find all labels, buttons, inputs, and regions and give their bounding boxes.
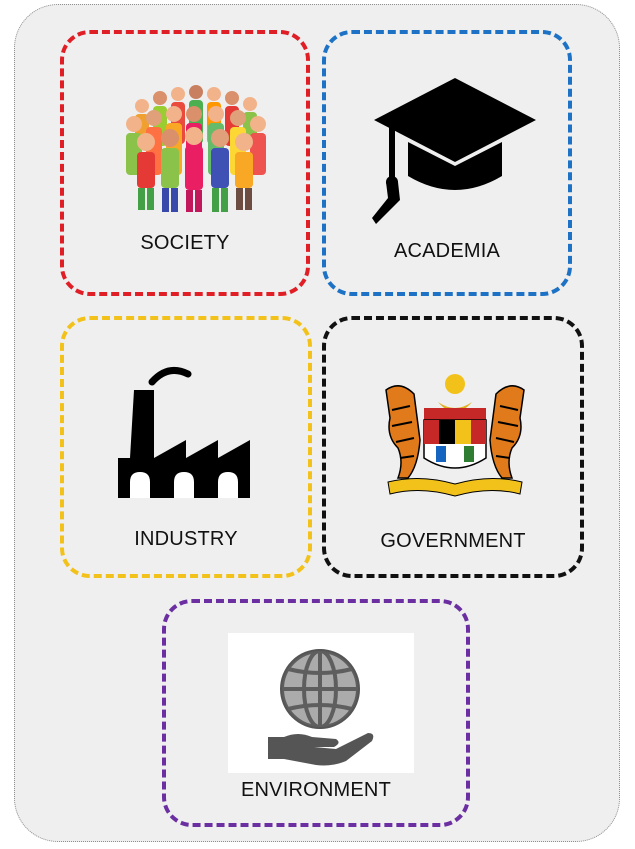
society-box: SOCIETY — [60, 30, 310, 296]
environment-box: ENVIRONMENT — [162, 599, 470, 827]
government-box: GOVERNMENT — [322, 316, 584, 578]
academia-label: ACADEMIA — [393, 240, 501, 262]
industry-box: INDUSTRY — [60, 316, 312, 578]
globe-in-hand-icon — [228, 633, 414, 773]
government-label: GOVERNMENT — [380, 530, 526, 552]
graduation-cap-icon — [370, 72, 540, 232]
crowd-icon — [124, 84, 270, 214]
factory-icon — [112, 360, 262, 510]
industry-label: INDUSTRY — [134, 528, 238, 550]
academia-box: ACADEMIA — [322, 30, 572, 296]
society-label: SOCIETY — [140, 232, 230, 254]
environment-label: ENVIRONMENT — [241, 779, 391, 801]
coat-of-arms-icon — [380, 370, 530, 502]
